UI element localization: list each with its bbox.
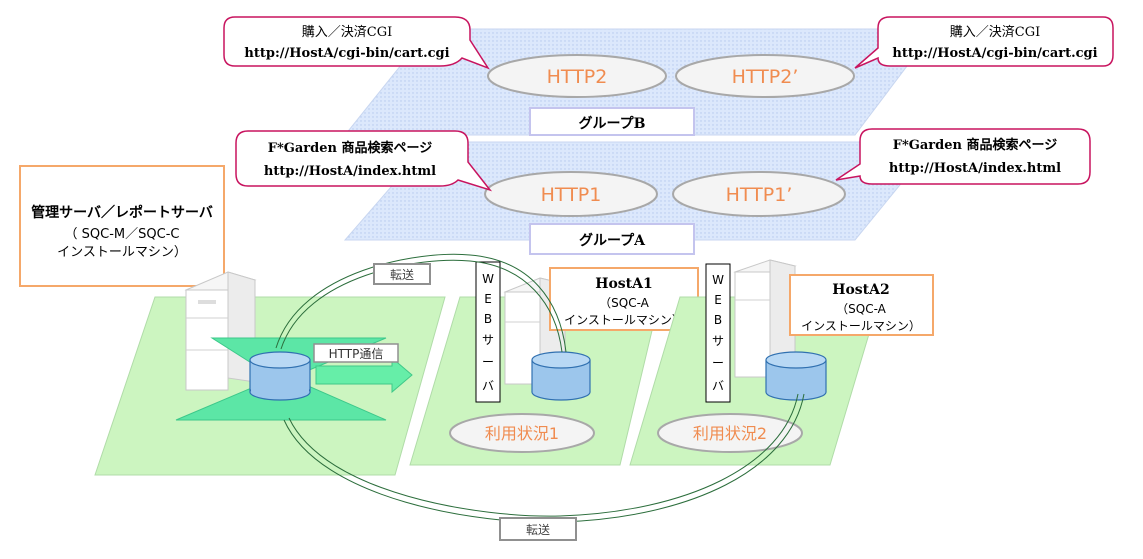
hosta2-web-char-4: サ <box>712 334 724 348</box>
hosta1-database-icon <box>531 351 591 401</box>
hosta2-line3: インストールマシン） <box>801 319 921 333</box>
http-comm-arrow <box>315 356 413 394</box>
hosta2-line2: （SQC-A <box>836 302 887 316</box>
hosta1-web-char-1: W <box>482 272 494 286</box>
callout-b-left-line1: 購入／決済CGI <box>302 24 392 40</box>
http1-server <box>484 171 658 217</box>
transfer-arc-top <box>275 253 567 353</box>
usage1-badge <box>449 413 595 453</box>
hosta2-web-server-box <box>705 263 731 403</box>
hosta1-web-char-5: ー <box>482 355 494 369</box>
management-line2: （ SQC-M／SQC-C <box>65 227 180 242</box>
http-comm-label-box <box>313 343 399 363</box>
hosta2-database-icon <box>765 351 827 401</box>
callout-a-left-line1: F*Garden 商品検索ページ <box>268 140 432 156</box>
hosta1-web-char-6: バ <box>482 379 494 393</box>
hosta2-web-char-2: E <box>714 293 722 307</box>
http2-label: HTTP2 <box>547 66 608 88</box>
group-b-label: グループB <box>579 115 646 132</box>
http1-label: HTTP1 <box>541 184 602 206</box>
transfer-bottom-label: 転送 <box>526 522 550 537</box>
http2-server <box>487 54 667 98</box>
hosta1-name: HostA1 <box>595 276 653 292</box>
usage2-badge <box>657 413 803 453</box>
callout-b-left <box>223 16 490 70</box>
callout-a-right-line1: F*Garden 商品検索ページ <box>893 137 1057 153</box>
usage1-label: 利用状況1 <box>485 424 559 443</box>
transfer-bottom-label-box <box>499 517 577 541</box>
hosta2-web-char-6: バ <box>712 379 724 393</box>
hosta1-web-server-box <box>475 261 501 403</box>
hosta2-name: HostA2 <box>832 282 890 298</box>
hosta2-label-box <box>789 274 934 336</box>
hosta1-web-char-3: B <box>484 312 492 326</box>
http2-prime-server <box>675 54 855 98</box>
management-server-tower <box>184 271 257 391</box>
callout-a-right-line2: http://HostA/index.html <box>889 161 1061 176</box>
callout-a-right <box>835 128 1091 185</box>
hosta2-web-char-5: ー <box>712 356 724 370</box>
hosta2-server-tower <box>733 259 797 378</box>
http-comm-label: HTTP通信 <box>329 347 384 361</box>
callout-b-left-line2: http://HostA/cgi-bin/cart.cgi <box>244 46 449 61</box>
hosta1-web-char-2: E <box>484 292 492 306</box>
management-database-icon <box>249 351 311 401</box>
usage2-label: 利用状況2 <box>693 424 767 443</box>
group-a-label: グループA <box>579 232 646 249</box>
hosta1-line2: （SQC-A <box>599 296 650 310</box>
http2-prime-label: HTTP2’ <box>732 66 799 88</box>
hosta2-web-char-1: W <box>712 273 724 287</box>
transfer-top-label-box <box>373 263 431 285</box>
group-a-label-box <box>529 223 695 255</box>
group-b-label-box <box>529 107 695 136</box>
hosta1-line3: インストールマシン） <box>564 313 684 327</box>
callout-b-right <box>854 16 1114 69</box>
http1-prime-server <box>672 171 846 217</box>
http1-prime-label: HTTP1’ <box>726 184 793 206</box>
callout-b-right-line2: http://HostA/cgi-bin/cart.cgi <box>892 46 1097 61</box>
callout-a-left <box>235 130 493 192</box>
transfer-top-label: 転送 <box>390 267 414 282</box>
hosta1-web-char-4: サ <box>482 333 494 347</box>
callout-a-left-line2: http://HostA/index.html <box>264 164 436 179</box>
callout-b-right-line1: 購入／決済CGI <box>950 24 1040 40</box>
management-label-box <box>19 165 225 287</box>
hosta2-web-char-3: B <box>714 313 722 327</box>
management-line3: インストールマシン） <box>57 245 187 260</box>
management-title: 管理サーバ／レポートサーバ <box>31 204 213 221</box>
